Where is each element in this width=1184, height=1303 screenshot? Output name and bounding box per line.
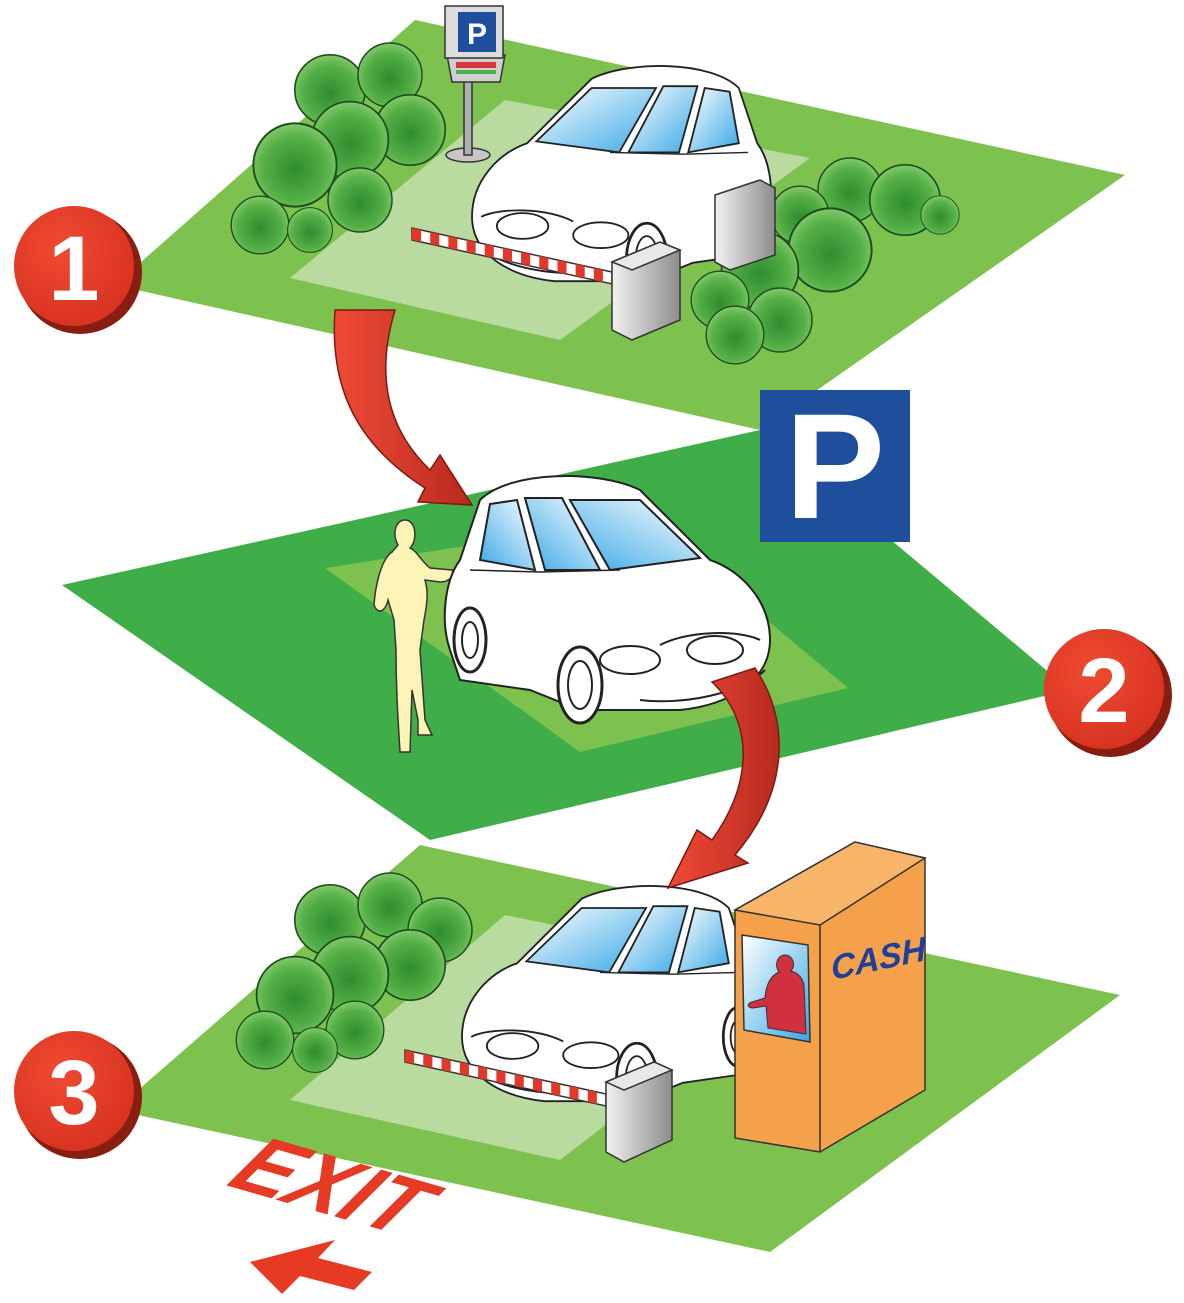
barrier-stripe <box>405 1050 414 1064</box>
barrier-stripe <box>467 240 476 254</box>
parking-sign-icon: P <box>760 382 910 550</box>
step-3-badge: 3 <box>14 1031 142 1159</box>
step-2-badge: 2 <box>1044 629 1172 757</box>
step-1-entry-platform: P <box>115 6 1125 430</box>
cash-booth: CASH <box>735 842 928 1152</box>
parking-sign-letter: P <box>785 382 885 550</box>
barrier-stripe <box>442 1058 451 1072</box>
barrier-stripe <box>533 1078 542 1092</box>
barrier-stripe <box>485 244 494 258</box>
barrier-stripe <box>448 236 457 250</box>
barrier-stripe <box>576 264 585 278</box>
barrier-stripe <box>557 260 566 274</box>
step-2-number: 2 <box>1078 640 1129 742</box>
step-1-number: 1 <box>48 218 99 320</box>
barrier-stripe <box>412 228 421 242</box>
barrier-stripe <box>515 1074 524 1088</box>
barrier-stripe <box>551 1082 560 1096</box>
step-1-badge: 1 <box>14 206 142 334</box>
ticket-machine-sign-letter: P <box>467 18 487 51</box>
barrier-stripe <box>496 1070 505 1084</box>
barrier-post-back <box>715 180 775 270</box>
barrier-stripe <box>430 232 439 246</box>
barrier-stripe <box>539 256 548 270</box>
barrier-stripe <box>460 1062 469 1076</box>
barrier-stripe <box>588 1090 597 1104</box>
step-2-parking-platform: P <box>62 382 1070 840</box>
barrier-stripe <box>569 1086 578 1100</box>
step-3-number: 3 <box>48 1042 99 1144</box>
barrier-stripe <box>521 252 530 266</box>
barrier-stripe <box>503 248 512 262</box>
barrier-stripe <box>423 1054 432 1068</box>
barrier-stripe <box>478 1066 487 1080</box>
barrier-stripe <box>594 268 603 282</box>
exit-arrow-icon <box>250 1240 372 1294</box>
